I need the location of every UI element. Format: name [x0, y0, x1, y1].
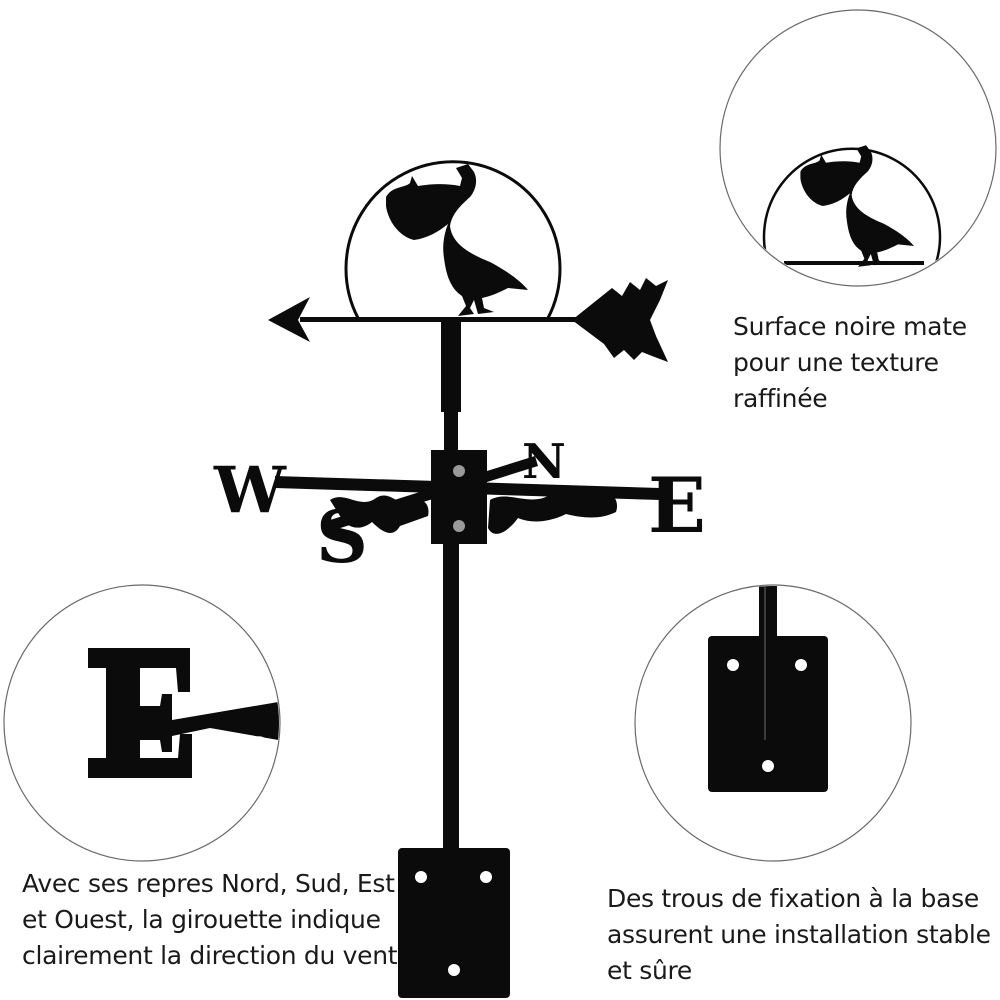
arrow-head — [268, 297, 310, 342]
detail-base-plate — [634, 584, 912, 862]
pelican-silhouette — [386, 164, 528, 316]
caption-line: raffinée — [733, 384, 828, 413]
lower-pole — [443, 544, 459, 854]
compass-letter-north: N — [522, 434, 566, 490]
arrow-tail — [572, 278, 668, 362]
compass-letter-west: W — [213, 453, 287, 528]
compass-letter-east: E — [648, 461, 706, 550]
caption-line: pour une texture — [733, 348, 939, 377]
detail-surface — [719, 9, 997, 287]
scroll-decoration-left — [330, 495, 429, 534]
mounting-hole — [448, 964, 460, 976]
caption-line: Surface noire mate — [733, 312, 967, 341]
upper-pole — [441, 322, 461, 412]
mounting-hole — [480, 871, 492, 883]
caption-matte-finish: Surface noire mate pour une texture raff… — [733, 309, 967, 417]
caption-line: Des trous de fixation à la base — [607, 884, 979, 913]
arrow-shaft — [300, 317, 585, 322]
pelican-circle-frame — [344, 160, 562, 319]
caption-line: clairement la direction du vent — [22, 941, 398, 970]
caption-line: assurent une installation stable — [607, 920, 991, 949]
caption-line: et Ouest, la girouette indique — [22, 905, 381, 934]
weathervane: W E N S — [213, 160, 706, 998]
compass-letter-south: S — [316, 494, 368, 579]
caption-line: Avec ses repres Nord, Sud, Est — [22, 869, 395, 898]
detail-east-letter — [3, 584, 281, 862]
mounting-base-plate — [398, 848, 510, 998]
caption-compass-directions: Avec ses repres Nord, Sud, Est et Ouest,… — [22, 866, 398, 974]
caption-mounting-holes: Des trous de fixation à la base assurent… — [607, 881, 991, 989]
mounting-hole — [415, 871, 427, 883]
scroll-decoration-right — [488, 493, 618, 534]
caption-line: et sûre — [607, 956, 693, 985]
